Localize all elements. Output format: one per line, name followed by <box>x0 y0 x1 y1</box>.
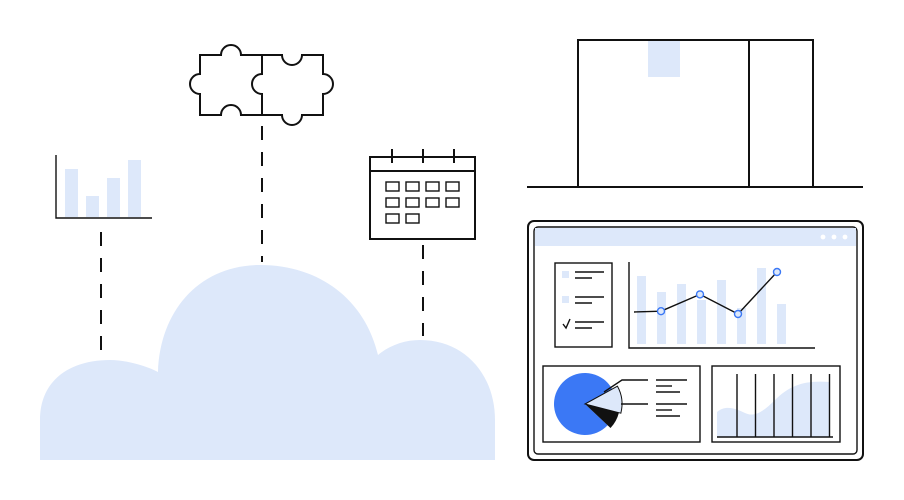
dashboard-chart-bar <box>637 276 646 344</box>
chart-panel-axes <box>628 262 815 349</box>
window-title-bar <box>535 228 856 246</box>
dashboard-chart-bar <box>777 304 786 344</box>
calendar-day-cell <box>405 197 420 208</box>
window-dot-icon <box>820 234 826 240</box>
puzzle-icon <box>189 44 334 126</box>
puzzle-piece-left <box>189 44 263 116</box>
box-tape <box>648 41 680 77</box>
calendar-day-cell <box>385 213 400 224</box>
mini-chart-bar <box>65 169 78 217</box>
line-point <box>656 307 666 316</box>
area-panel <box>711 365 841 443</box>
line-point <box>772 267 782 277</box>
line-point <box>733 309 743 319</box>
box-icon <box>527 39 863 188</box>
mini-chart-bar <box>128 160 141 217</box>
dashboard-chart-bar <box>757 268 766 344</box>
dashboard-chart-bar <box>677 284 686 344</box>
line-series <box>660 271 778 315</box>
dashboard-window-icon <box>527 220 864 461</box>
chart-axes <box>55 155 152 219</box>
check-mark-icon <box>562 318 571 330</box>
calendar-day-cell <box>445 197 460 208</box>
mini-chart-bar <box>86 196 99 217</box>
pie-leader-line <box>603 379 648 393</box>
line-series-segment <box>633 310 662 313</box>
pie-slice-dark <box>585 404 619 428</box>
checklist-box <box>562 296 569 303</box>
calendar-day-cell <box>425 197 440 208</box>
mini-chart-bar <box>107 178 120 217</box>
calendar-day-cell <box>385 197 400 208</box>
calendar-day-cell <box>425 181 440 192</box>
calendar-day-cell <box>405 213 420 224</box>
cloud-icon <box>40 265 495 460</box>
calendar-day-cell <box>385 181 400 192</box>
puzzle-piece-right <box>262 54 334 126</box>
checklist-panel <box>554 262 613 348</box>
pie-panel <box>542 365 701 443</box>
dashboard-chart-bar <box>657 292 666 344</box>
pie-slice-main <box>554 372 613 435</box>
checklist-box <box>562 271 569 278</box>
window-dot-icon <box>842 234 848 240</box>
calendar-day-cell <box>405 181 420 192</box>
window-inner-frame <box>533 226 858 455</box>
dashboard-chart-bar <box>737 308 746 344</box>
dashboard-chart-bar <box>717 280 726 344</box>
line-point <box>695 290 705 299</box>
calendar-day-cell <box>445 181 460 192</box>
pie-slice-highlight <box>583 385 623 414</box>
box-body <box>577 39 814 188</box>
bar-chart-icon <box>55 155 152 219</box>
calendar-icon <box>369 149 476 240</box>
cloud-shape <box>40 265 495 460</box>
window-outer-frame <box>527 220 864 461</box>
window-dot-icon <box>831 234 837 240</box>
dashboard-chart-bar <box>697 300 706 344</box>
